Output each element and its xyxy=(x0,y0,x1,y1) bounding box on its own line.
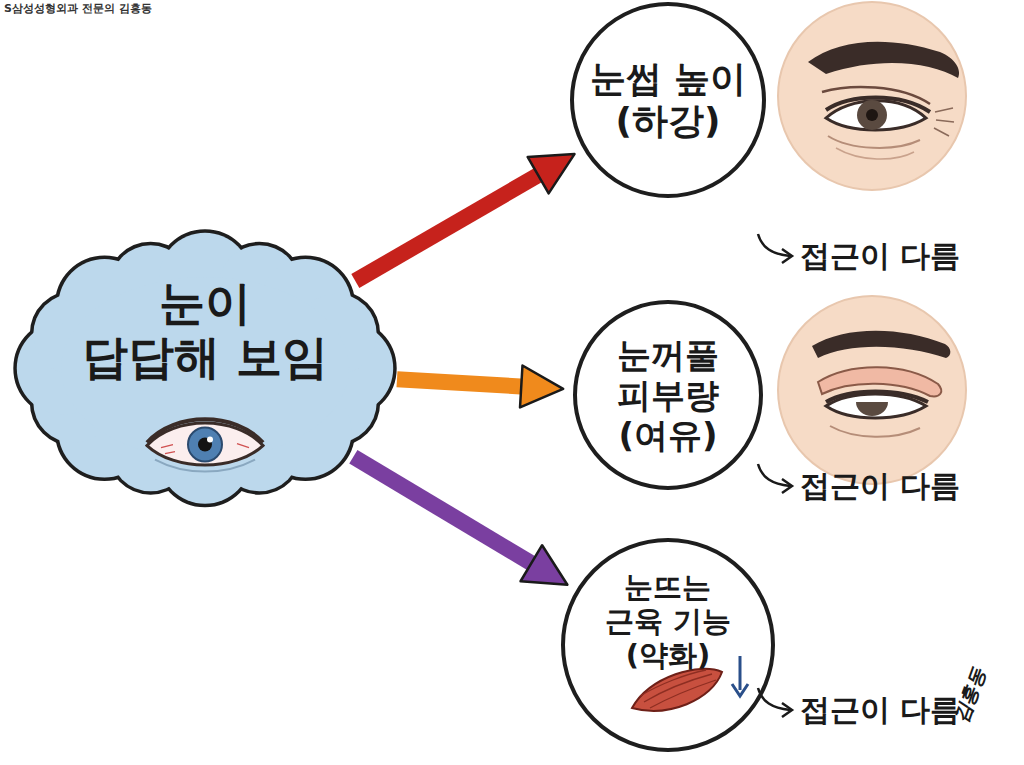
cloud-border xyxy=(17,233,393,504)
flow-arrow xyxy=(355,169,548,281)
node-text: 눈썹 높이 (하강) xyxy=(590,58,747,143)
problem-cloud: 눈이 답답해 보임 xyxy=(15,231,395,506)
flow-arrow xyxy=(397,379,533,387)
eye-illustration xyxy=(147,419,263,471)
cause-circle: 눈뜨는 근육 기능 (약화) xyxy=(561,538,775,752)
note-label: 접근이 다름 xyxy=(800,236,960,277)
cause-circle: 눈썹 높이 (하강) xyxy=(570,2,766,198)
note-label: 접근이 다름 xyxy=(800,690,960,731)
face-illustration xyxy=(778,2,966,190)
cloud-fill xyxy=(17,233,393,504)
node-text: 눈이 답답해 보임 xyxy=(82,276,328,385)
watermark: S삼성성형외과 전문의 김홍동 xyxy=(4,1,152,16)
note-label: 접근이 다름 xyxy=(800,466,960,507)
face-illustration xyxy=(778,296,966,484)
node-text: 눈꺼풀 피부량 (여유) xyxy=(617,335,719,455)
cause-circle: 눈꺼풀 피부량 (여유) xyxy=(573,300,763,490)
node-text: 눈뜨는 근육 기능 (약화) xyxy=(605,570,731,673)
flow-arrow xyxy=(353,457,541,570)
